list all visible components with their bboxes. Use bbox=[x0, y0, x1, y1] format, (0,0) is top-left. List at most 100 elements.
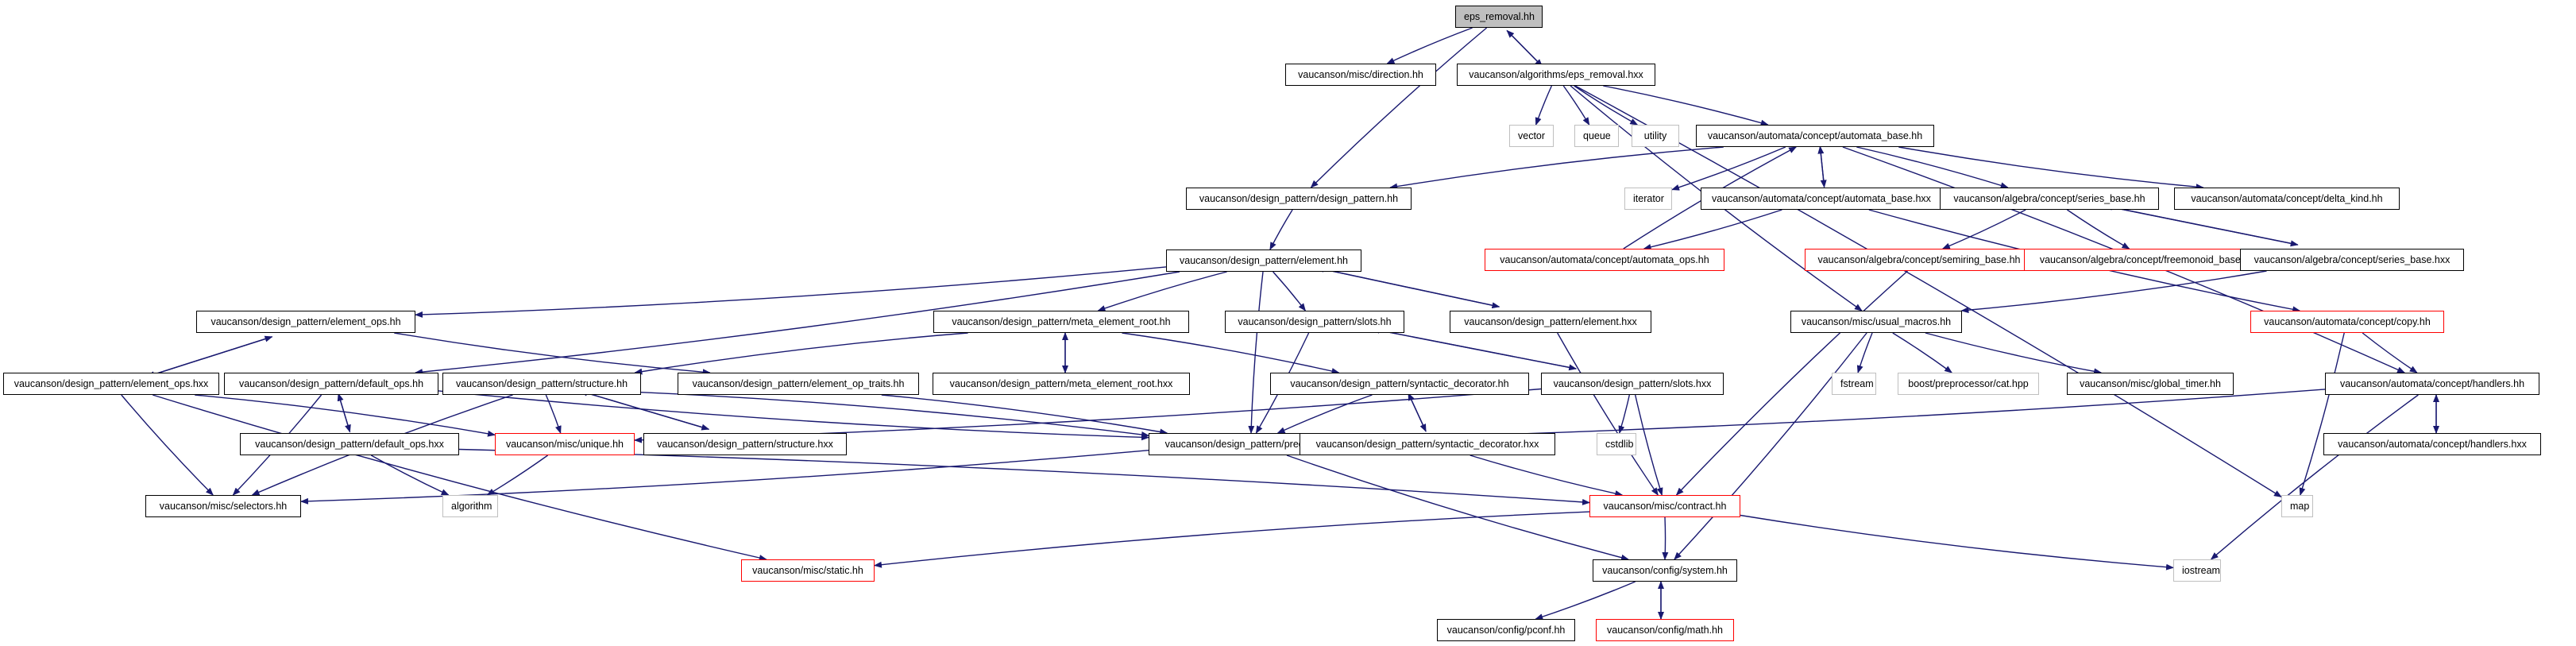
node-delta-kind-hh[interactable]: vaucanson/automata/concept/delta_kind.hh bbox=[2174, 188, 2400, 210]
dependency-edge-usual-macros-hh-to-global-timer-hh bbox=[1925, 332, 2103, 375]
node-handlers-hxx[interactable]: vaucanson/automata/concept/handlers.hxx bbox=[2323, 433, 2541, 455]
dependency-edge-series-base-hh-to-semiring-base-hh bbox=[1941, 209, 2026, 250]
node-default-ops-hxx[interactable]: vaucanson/design_pattern/default_ops.hxx bbox=[240, 433, 459, 455]
node-syntactic-decorator-hh[interactable]: vaucanson/design_pattern/syntactic_decor… bbox=[1270, 373, 1529, 395]
dependency-edge-default-ops-hxx-to-algorithm bbox=[370, 455, 450, 496]
node-slots-hh[interactable]: vaucanson/design_pattern/slots.hh bbox=[1225, 311, 1404, 333]
node-utility: utility bbox=[1632, 125, 1679, 147]
dependency-edge-automata-base-hh-to-iterator bbox=[1671, 146, 1786, 191]
dependency-edge-element-op-traits-hh-to-predecls-hh bbox=[881, 394, 1168, 435]
dependency-edge-element-ops-hxx-to-selectors-hh bbox=[121, 394, 214, 496]
dependency-edge-element-ops-hh-to-element-op-traits-hh bbox=[394, 332, 711, 376]
dependency-edge-element-hxx-to-contract-hh bbox=[1557, 332, 1659, 496]
node-copy-hh[interactable]: vaucanson/automata/concept/copy.hh bbox=[2250, 311, 2444, 333]
dependency-edge-predecls-hh-to-selectors-hh bbox=[300, 450, 1149, 505]
node-unique-hh[interactable]: vaucanson/misc/unique.hh bbox=[495, 433, 635, 455]
dependency-edge-algorithms-eps-removal-hxx-to-map bbox=[1574, 85, 2282, 497]
node-automata-ops-hh[interactable]: vaucanson/automata/concept/automata_ops.… bbox=[1485, 249, 1724, 271]
dependency-edge-algorithms-eps-removal-hxx-to-utility bbox=[1574, 85, 1639, 126]
dependency-edge-structure-hxx-to-structure-hh bbox=[579, 389, 709, 430]
node-series-base-hxx[interactable]: vaucanson/algebra/concept/series_base.hx… bbox=[2240, 249, 2464, 271]
node-freemonoid-base-hh[interactable]: vaucanson/algebra/concept/freemonoid_bas… bbox=[2024, 249, 2270, 271]
dependency-edge-copy-hh-to-map bbox=[2299, 332, 2345, 496]
node-selectors-hh[interactable]: vaucanson/misc/selectors.hh bbox=[145, 495, 301, 517]
dependency-edge-structure-hh-to-predecls-hh bbox=[640, 392, 1149, 438]
dependency-edge-meta-element-root-hh-to-structure-hh bbox=[634, 332, 968, 375]
dependency-edge-element-ops-hxx-to-static-hh bbox=[152, 394, 767, 561]
node-slots-hxx[interactable]: vaucanson/design_pattern/slots.hxx bbox=[1541, 373, 1724, 395]
node-element-ops-hh[interactable]: vaucanson/design_pattern/element_ops.hh bbox=[196, 311, 415, 333]
node-meta-element-root-hxx[interactable]: vaucanson/design_pattern/meta_element_ro… bbox=[933, 373, 1190, 395]
dependency-edge-algorithms-eps-removal-hxx-to-queue bbox=[1562, 85, 1590, 126]
dependency-edge-slots-hxx-to-contract-hh bbox=[1635, 394, 1663, 496]
dependency-edge-automata-base-hh-to-delta-kind-hh bbox=[1898, 146, 2204, 191]
dependency-edge-element-hxx-to-element-hh bbox=[1315, 266, 1500, 308]
dependency-edge-element-ops-hxx-to-element-ops-hh bbox=[147, 335, 273, 377]
dependency-edge-algorithms-eps-removal-hxx-to-eps-removal-hh bbox=[1506, 29, 1543, 67]
dependency-edge-element-hh-to-meta-element-root-hh bbox=[1097, 271, 1227, 311]
node-iterator: iterator bbox=[1624, 188, 1672, 210]
node-system-hh[interactable]: vaucanson/config/system.hh bbox=[1593, 559, 1737, 582]
dependency-edge-handlers-hh-to-iostream bbox=[2210, 394, 2419, 560]
node-element-op-traits-hh[interactable]: vaucanson/design_pattern/element_op_trai… bbox=[678, 373, 919, 395]
node-usual-macros-hh[interactable]: vaucanson/misc/usual_macros.hh bbox=[1790, 311, 1962, 333]
node-math-hh[interactable]: vaucanson/config/math.hh bbox=[1596, 619, 1734, 641]
node-global-timer-hh[interactable]: vaucanson/misc/global_timer.hh bbox=[2067, 373, 2234, 395]
dependency-edge-meta-element-root-hh-to-syntactic-decorator-hh bbox=[1122, 332, 1340, 374]
dependency-edge-copy-hh-to-handlers-hh bbox=[2362, 332, 2418, 373]
dependency-edge-semiring-base-hh-to-contract-hh bbox=[1675, 270, 1908, 496]
node-algorithm: algorithm bbox=[442, 495, 498, 517]
node-misc-direction-hh[interactable]: vaucanson/misc/direction.hh bbox=[1285, 64, 1436, 86]
dependency-edge-eps-removal-hh-to-misc-direction-hh bbox=[1386, 27, 1473, 64]
dependency-edge-algorithms-eps-removal-hxx-to-vector bbox=[1535, 85, 1553, 126]
dependency-edge-element-hh-to-slots-hh bbox=[1273, 271, 1307, 311]
node-handlers-hh[interactable]: vaucanson/automata/concept/handlers.hh bbox=[2325, 373, 2539, 395]
dependency-edge-default-ops-hh-to-predecls-hh bbox=[438, 390, 1149, 441]
node-meta-element-root-hh[interactable]: vaucanson/design_pattern/meta_element_ro… bbox=[933, 311, 1189, 333]
node-series-base-hh[interactable]: vaucanson/algebra/concept/series_base.hh bbox=[1940, 188, 2159, 210]
node-element-hh[interactable]: vaucanson/design_pattern/element.hh bbox=[1166, 250, 1361, 272]
dependency-edge-eps-removal-hh-to-design-pattern-hh bbox=[1310, 27, 1488, 188]
dependency-edge-syntactic-decorator-hxx-to-contract-hh bbox=[1470, 455, 1624, 497]
dependency-edge-element-hh-to-predecls-hh bbox=[1248, 271, 1264, 434]
dependency-edge-slots-hxx-to-slots-hh bbox=[1371, 327, 1577, 369]
dependency-edge-element-hh-to-default-ops-hh bbox=[415, 271, 1180, 376]
node-map: map bbox=[2281, 495, 2313, 517]
dependency-edge-automata-base-hh-to-design-pattern-hh bbox=[1389, 146, 1724, 190]
node-static-hh[interactable]: vaucanson/misc/static.hh bbox=[741, 559, 875, 582]
node-cstdlib: cstdlib bbox=[1597, 433, 1636, 455]
node-iostream: iostream bbox=[2173, 559, 2221, 582]
dependency-edge-predecls-hh-to-system-hh bbox=[1286, 455, 1629, 561]
dependency-edge-usual-macros-hh-to-fstream bbox=[1856, 332, 1873, 373]
node-automata-base-hxx[interactable]: vaucanson/automata/concept/automata_base… bbox=[1701, 188, 1942, 210]
node-structure-hxx[interactable]: vaucanson/design_pattern/structure.hxx bbox=[643, 433, 847, 455]
node-default-ops-hh[interactable]: vaucanson/design_pattern/default_ops.hh bbox=[224, 373, 438, 395]
dependency-edge-automata-base-hxx-to-automata-base-hh bbox=[1817, 145, 1825, 188]
dependency-edge-system-hh-to-pconf-hh bbox=[1535, 581, 1636, 620]
dependency-edge-element-hh-to-element-ops-hh bbox=[415, 266, 1167, 318]
node-design-pattern-hh[interactable]: vaucanson/design_pattern/design_pattern.… bbox=[1186, 188, 1412, 210]
dependency-edge-usual-macros-hh-to-system-hh bbox=[1674, 332, 1867, 560]
node-element-hxx[interactable]: vaucanson/design_pattern/element.hxx bbox=[1450, 311, 1651, 333]
dependency-edge-series-base-hxx-to-usual-macros-hh bbox=[1960, 270, 2267, 314]
node-algorithms-eps-removal-hxx[interactable]: vaucanson/algorithms/eps_removal.hxx bbox=[1457, 64, 1655, 86]
dependency-edge-contract-hh-to-iostream bbox=[1740, 514, 2174, 571]
dependency-edge-contract-hh-to-static-hh bbox=[874, 511, 1590, 568]
dependency-edge-series-base-hh-to-freemonoid-base-hh bbox=[2067, 209, 2130, 250]
dependency-edge-algorithms-eps-removal-hxx-to-automata-base-hh bbox=[1603, 85, 1769, 126]
node-contract-hh[interactable]: vaucanson/misc/contract.hh bbox=[1589, 495, 1740, 517]
node-element-ops-hxx[interactable]: vaucanson/design_pattern/element_ops.hxx bbox=[3, 373, 219, 395]
node-cat-hpp: boost/preprocessor/cat.hpp bbox=[1898, 373, 2039, 395]
node-structure-hh[interactable]: vaucanson/design_pattern/structure.hh bbox=[442, 373, 641, 395]
node-automata-base-hh[interactable]: vaucanson/automata/concept/automata_base… bbox=[1696, 125, 1934, 147]
dependency-edge-design-pattern-hh-to-element-hh bbox=[1269, 209, 1293, 250]
node-semiring-base-hh[interactable]: vaucanson/algebra/concept/semiring_base.… bbox=[1805, 249, 2033, 271]
node-eps-removal-hh[interactable]: eps_removal.hh bbox=[1455, 6, 1543, 28]
dependency-edge-structure-hh-to-unique-hh bbox=[545, 394, 562, 434]
dependency-edge-element-ops-hxx-to-unique-hh bbox=[195, 394, 496, 437]
node-syntactic-decorator-hxx[interactable]: vaucanson/design_pattern/syntactic_decor… bbox=[1300, 433, 1555, 455]
node-pconf-hh[interactable]: vaucanson/config/pconf.hh bbox=[1437, 619, 1575, 641]
dependency-edge-series-base-hxx-to-series-base-hh bbox=[2104, 203, 2298, 246]
